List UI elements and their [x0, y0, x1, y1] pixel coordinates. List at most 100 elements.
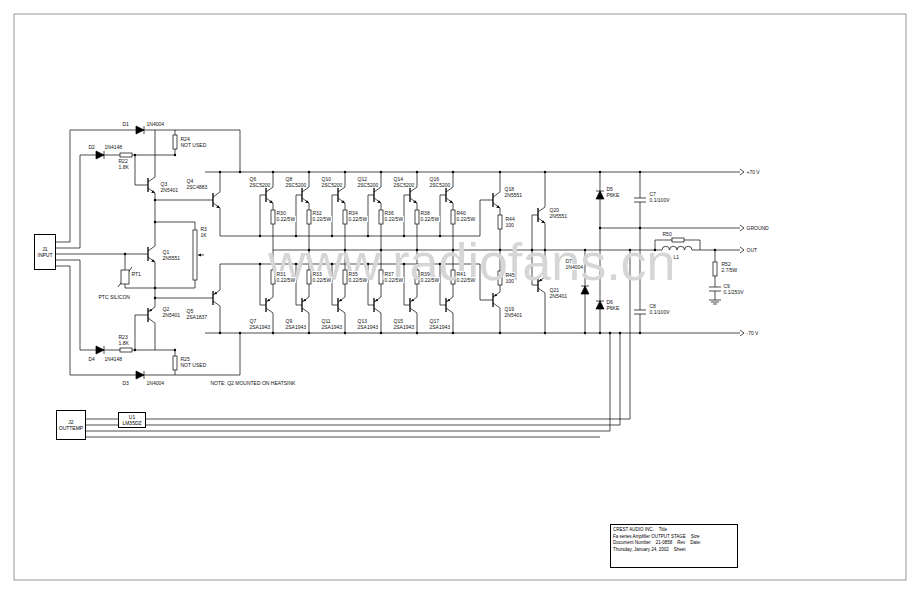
transistor-symbol [260, 187, 273, 203]
transistor-symbol [142, 246, 155, 262]
diode-symbol [96, 151, 104, 159]
junction-dot [639, 332, 641, 334]
transistor-symbol [260, 297, 273, 313]
title-block-text: Document Number [613, 540, 651, 546]
sheet-frame [14, 14, 906, 580]
wire [118, 254, 155, 288]
ic-label: LM35DZ [122, 420, 141, 426]
junction-dot [154, 287, 156, 289]
resistor-symbol [173, 135, 177, 149]
junction-dot [599, 227, 601, 229]
resistor-symbol [498, 215, 502, 229]
transistor-symbol [368, 297, 381, 313]
component-label: P6KE [606, 192, 620, 198]
connector-label: OUTTEMP [59, 425, 83, 431]
component-label: D1 [122, 121, 129, 127]
ic-box: U1LM35DZ [118, 412, 146, 428]
junction-dot [154, 199, 156, 201]
junction-dot [416, 332, 418, 334]
component-label: 1N4004 [146, 380, 165, 386]
component-label: 0.22/5W [456, 277, 476, 283]
junction-dot [380, 332, 382, 334]
transistor-symbol [332, 297, 345, 313]
component-label: 1N4004 [565, 264, 584, 270]
component-label: 1.8K [118, 164, 129, 170]
wire [205, 172, 740, 333]
transistor-symbol [332, 187, 345, 203]
junction-dot [154, 297, 156, 299]
junction-dot [344, 332, 346, 334]
transistor-symbol [487, 292, 500, 308]
component-label: NOT USED [180, 142, 207, 148]
component-label: 0.22/5W [312, 277, 332, 283]
component-label: 2N5401 [160, 187, 179, 193]
junction-dot [308, 332, 310, 334]
junction-dot [124, 154, 716, 351]
component-label: 0.22/5W [456, 216, 476, 222]
junction-dot [272, 332, 274, 334]
transistor-symbol [207, 192, 220, 208]
component-label: 2.7/5W [721, 267, 738, 273]
component-label: 0.22/5W [384, 277, 404, 283]
component-label: 0.1/100V [649, 309, 670, 315]
junction-dot [344, 171, 346, 173]
junction-dot [219, 332, 221, 334]
junction-dot [154, 221, 156, 223]
component-label: 1.8K [118, 340, 129, 346]
connector-box: J2OUTTEMP [56, 410, 86, 440]
title-block-text: Size [691, 534, 700, 540]
resistor-symbol [120, 348, 132, 352]
component-label: 0.22/5W [420, 277, 440, 283]
diode-symbol [136, 371, 144, 379]
component-label: 2SA1943 [321, 324, 343, 330]
component-label: R50 [662, 231, 672, 237]
component-label: 0.22/5W [312, 216, 332, 222]
resistor-symbol [173, 356, 177, 370]
component-label: 0.22/5W [348, 216, 368, 222]
component-label: 1N4148 [104, 356, 123, 362]
diode-symbol [596, 301, 604, 309]
title-block-text: Fa series Amplifier OUTPUT STAGE [613, 534, 686, 540]
transistor-symbol [142, 307, 155, 323]
junction-dot [714, 249, 716, 251]
component-label: 2SC4883 [186, 184, 208, 190]
component-label: RT1 [131, 271, 141, 277]
component-label: P6KE [606, 305, 620, 311]
junction-dot [619, 332, 621, 334]
junction-dot [272, 171, 274, 173]
title-block-text: Date: [690, 540, 701, 546]
junction-dot [499, 171, 501, 173]
junction-dot [134, 349, 136, 351]
transistor-symbol [207, 290, 220, 306]
transistor-symbol [440, 297, 453, 313]
junction-dot [544, 332, 546, 334]
wiper-arrow [198, 254, 201, 257]
title-block-text: Thursday, January 24, 2002 [613, 547, 669, 553]
junction-dot [416, 171, 418, 173]
junction-dot [239, 332, 241, 334]
wire [56, 260, 175, 350]
component-label: PTC SILICON [98, 294, 130, 300]
rail-label: GROUND [746, 225, 769, 231]
resistor-symbol [415, 210, 419, 224]
component-label: 2SC5200 [249, 182, 271, 188]
wire [56, 254, 142, 255]
rail-label: OUT [746, 247, 758, 253]
resistor-symbol [193, 230, 197, 280]
component-label: 0.22/5W [384, 216, 404, 222]
diode-symbol [136, 126, 144, 134]
resistor-symbol [120, 153, 132, 157]
component-label: 1N4148 [104, 144, 123, 150]
component-label: 2N5401 [504, 312, 523, 318]
component-label: 2SA1943 [285, 324, 307, 330]
title-block-text: Sheet [674, 547, 686, 553]
component-label: L1 [673, 254, 680, 260]
wire [175, 130, 176, 375]
wire [56, 155, 175, 248]
component-label: 100 [505, 222, 514, 228]
component-label: 0.22/5W [420, 216, 440, 222]
component-label: D3 [122, 380, 129, 386]
title-block-text: Title [659, 527, 667, 533]
component-label: 2N5551 [162, 255, 181, 261]
